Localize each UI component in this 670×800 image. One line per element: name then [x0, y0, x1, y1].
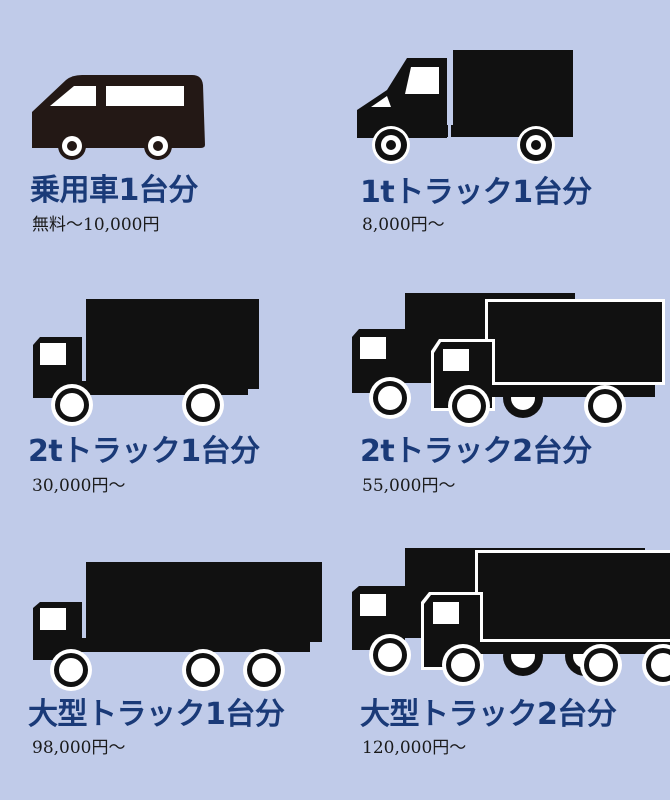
- small-truck-icon: [357, 50, 573, 164]
- plan-2t-truck-x2: 2tトラック2台分 55,000円〜: [335, 265, 670, 520]
- two-large-trucks-icon: [352, 548, 670, 686]
- plan-2t-truck: 2tトラック1台分 30,000円〜: [0, 265, 335, 520]
- minivan-icon: [32, 75, 205, 160]
- large-truck-icon: [33, 562, 322, 691]
- plan-price: 8,000円〜: [362, 215, 445, 235]
- plan-price: 30,000円〜: [32, 476, 126, 496]
- plan-passenger-car: 乗用車1台分 無料〜10,000円: [0, 0, 335, 265]
- plan-large-truck: 大型トラック1台分 98,000円〜: [0, 520, 335, 800]
- plan-title: 乗用車1台分: [30, 173, 198, 208]
- plan-large-truck-x2: 大型トラック2台分 120,000円〜: [335, 520, 670, 800]
- plan-price: 120,000円〜: [362, 738, 467, 758]
- plan-price: 55,000円〜: [362, 476, 456, 496]
- plan-title: 1tトラック1台分: [360, 175, 592, 210]
- plan-title: 大型トラック1台分: [28, 697, 285, 732]
- truck-icon: [33, 299, 259, 426]
- plan-title: 2tトラック2台分: [360, 434, 592, 469]
- plan-1t-truck: 1tトラック1台分 8,000円〜: [335, 0, 670, 265]
- plan-title: 2tトラック1台分: [28, 434, 260, 469]
- plan-price: 無料〜10,000円: [32, 215, 160, 235]
- plan-price: 98,000円〜: [32, 738, 126, 758]
- two-trucks-icon: [352, 293, 665, 427]
- plan-title: 大型トラック2台分: [360, 697, 617, 732]
